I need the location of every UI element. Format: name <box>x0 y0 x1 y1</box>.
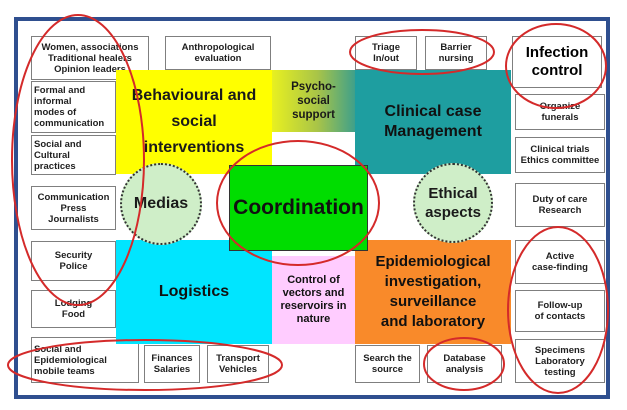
box-funerals: Organize funerals <box>515 94 605 130</box>
block-logistics: Logistics <box>116 240 272 344</box>
block-epidemiological: Epidemiological investigation, surveilla… <box>355 240 511 344</box>
box-specimens: Specimens Laboratory testing <box>515 339 605 383</box>
box-finances: Finances Salaries <box>144 345 200 383</box>
box-security: Security Police <box>31 241 116 281</box>
box-database-analysis: Database analysis <box>427 345 502 383</box>
circle-medias: Medias <box>120 163 202 245</box>
box-lodging: Lodging Food <box>31 290 116 328</box>
box-triage: Triage In/out <box>355 36 417 70</box>
box-communication-modes: Formal and informal modes of communicati… <box>31 81 116 133</box>
box-barrier-nursing: Barrier nursing <box>425 36 487 70</box>
box-infection-control: Infection control <box>512 36 602 88</box>
box-communication-press: Communication Press Journalists <box>31 186 116 230</box>
box-anthropological: Anthropological evaluation <box>165 36 271 70</box>
block-behavioural: Behavioural and social interventions <box>116 70 272 174</box>
box-search-source: Search the source <box>355 345 420 383</box>
box-transport: Transport Vehicles <box>207 345 269 383</box>
box-clinical-trials: Clinical trials Ethics committee <box>515 137 605 173</box>
circle-ethical: Ethical aspects <box>413 163 493 243</box>
block-vectors: Control of vectors and reservoirs in nat… <box>272 256 355 344</box>
box-follow-up: Follow-up of contacts <box>515 290 605 332</box>
box-duty-of-care: Duty of care Research <box>515 183 605 227</box>
block-coordination: Coordination <box>229 165 368 251</box>
box-cultural-practices: Social and Cultural practices <box>31 135 116 175</box>
box-active-case-finding: Active case-finding <box>515 240 605 284</box>
block-psycho-social: Psycho- social support <box>272 70 355 132</box>
block-clinical: Clinical case Management <box>355 70 511 174</box>
